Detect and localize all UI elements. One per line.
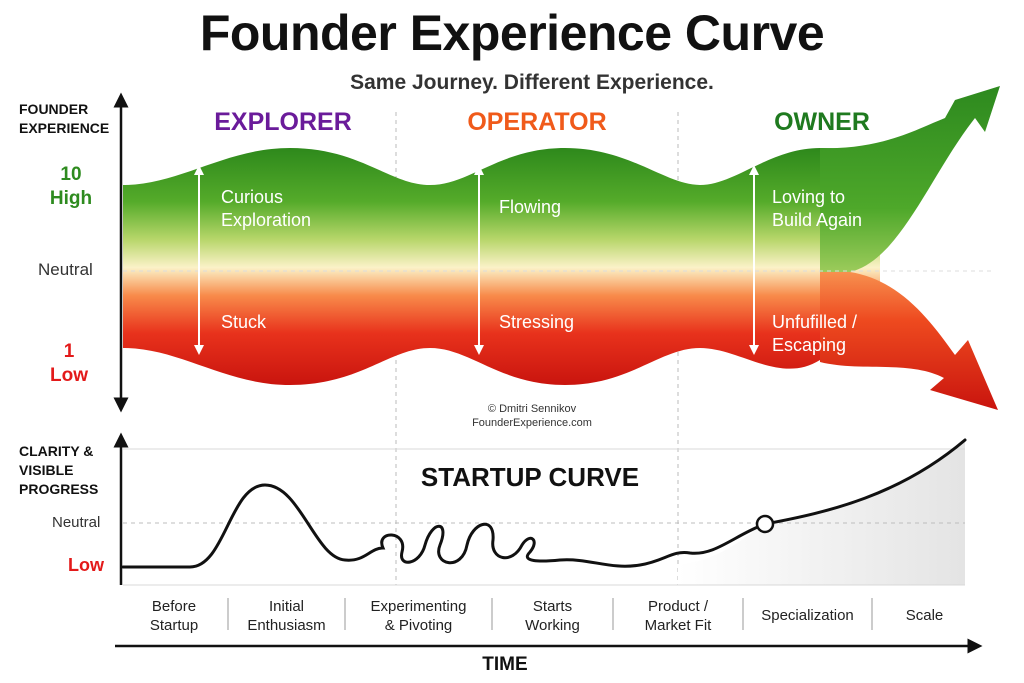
feeling-line: Build Again <box>772 210 863 230</box>
stage-line: Initial <box>268 598 305 615</box>
explorer-high-feeling: Curious Exploration <box>221 186 311 232</box>
credit-text: © Dmitri Sennikov FounderExperience.com <box>432 402 632 430</box>
credit-line: © Dmitri Sennikov <box>487 403 577 415</box>
stage-line: Experimenting <box>370 598 467 615</box>
low-value-label: 1 Low <box>34 340 104 388</box>
stage-line: Product / <box>647 598 709 615</box>
stage-label: Specialization <box>761 607 854 624</box>
stage-line: Working <box>525 617 580 634</box>
feeling-line: Unfufilled / <box>772 312 858 332</box>
clarity-axis-label: CLARITY & VISIBLE PROGRESS <box>19 442 98 499</box>
high-experience-arrow <box>820 86 1000 272</box>
high-label: High <box>49 188 93 209</box>
phase-owner-title: OWNER <box>774 108 870 136</box>
low-value: 1 <box>63 341 75 362</box>
axis-label-line: CLARITY & <box>19 443 94 459</box>
phase-explorer-title: EXPLORER <box>214 108 352 136</box>
credit-line: FounderExperience.com <box>472 417 592 429</box>
low-label: Low <box>50 365 88 386</box>
axis-label-line: PROGRESS <box>19 481 99 497</box>
high-value: 10 <box>60 164 82 185</box>
stage-line: & Pivoting <box>384 617 453 634</box>
neutral-label-bottom: Neutral <box>52 514 101 531</box>
low-label-bottom: Low <box>68 555 104 575</box>
owner-high-feeling: Loving to Build Again <box>772 186 862 232</box>
page-title: Founder Experience Curve <box>199 5 825 61</box>
explorer-low-feeling: Stuck <box>221 312 267 332</box>
stage-line: Startup <box>149 617 199 634</box>
neutral-label-top: Neutral <box>38 260 93 279</box>
axis-label-line: EXPERIENCE <box>19 120 110 136</box>
stage-label: Experimenting & Pivoting <box>345 597 492 635</box>
experience-axis-label: FOUNDER EXPERIENCE <box>19 100 109 138</box>
axis-label-line: FOUNDER <box>19 101 89 117</box>
feeling-line: Curious <box>221 187 284 207</box>
stage-label: Scale <box>905 607 944 624</box>
startup-curve-title: STARTUP CURVE <box>420 462 640 492</box>
feeling-line: Exploration <box>221 210 312 230</box>
axis-label-line: VISIBLE <box>19 462 74 478</box>
stage-line: Starts <box>532 598 573 615</box>
feeling-line: Escaping <box>772 335 847 355</box>
stage-line: Market Fit <box>644 617 712 634</box>
startup-curve <box>121 438 967 569</box>
experience-band <box>123 148 880 385</box>
stage-line: Before <box>151 598 197 615</box>
phase-operator-title: OPERATOR <box>467 108 607 136</box>
owner-low-feeling: Unfufilled / Escaping <box>772 311 857 357</box>
stage-label: Before Startup <box>120 597 228 635</box>
feeling-line: Loving to <box>772 187 846 207</box>
high-value-label: 10 High <box>36 163 106 211</box>
operator-high-feeling: Flowing <box>499 197 562 217</box>
page-subtitle: Same Journey. Different Experience. <box>350 71 714 94</box>
stage-label: Initial Enthusiasm <box>228 597 345 635</box>
pmf-marker <box>755 514 775 534</box>
low-experience-arrow <box>820 272 998 410</box>
stage-line: Enthusiasm <box>247 617 326 634</box>
stage-label: Product / Market Fit <box>613 597 743 635</box>
operator-low-feeling: Stressing <box>499 312 575 332</box>
stage-label: Starts Working <box>492 597 613 635</box>
time-axis-label: TIME <box>482 654 528 675</box>
